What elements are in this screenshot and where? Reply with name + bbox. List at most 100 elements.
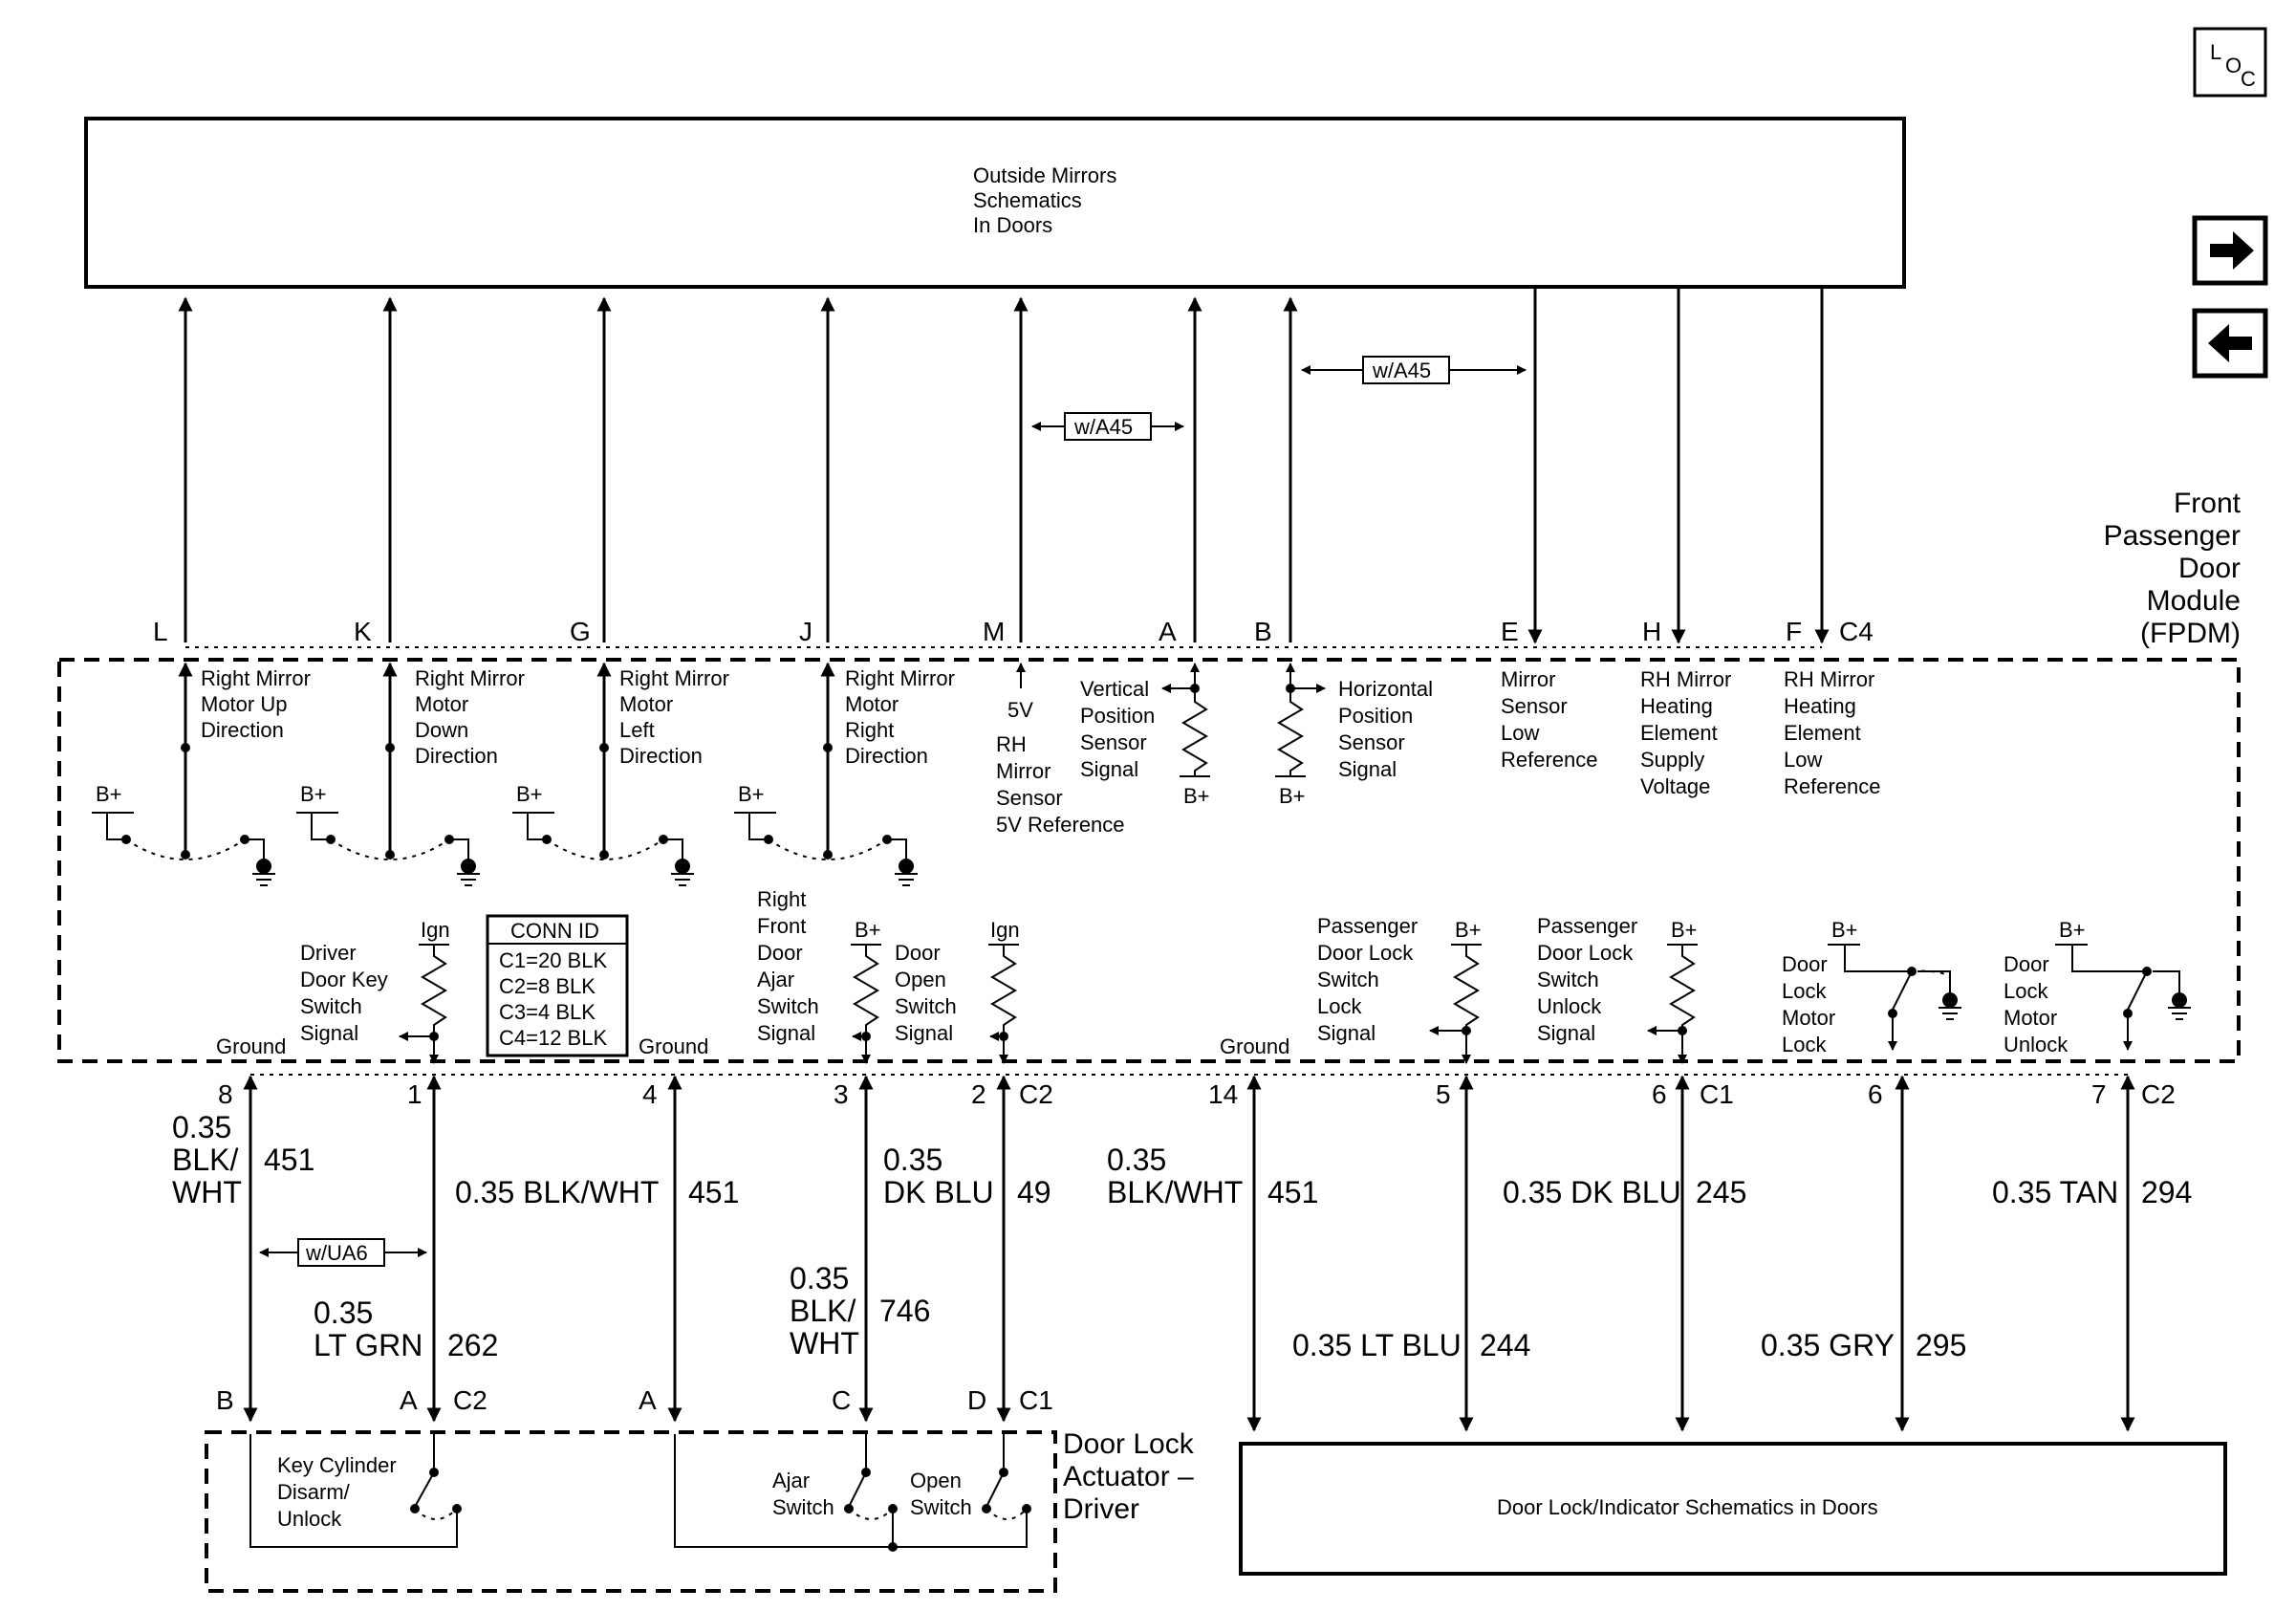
motor-unlock-4: Unlock (2004, 1033, 2069, 1056)
driver-key-2: Door Key (300, 968, 388, 991)
label-H-2: Heating (1640, 694, 1713, 718)
label-K-1: Right Mirror (415, 666, 525, 690)
location-icon[interactable]: L O C (2193, 27, 2267, 98)
wire-7-l1: 0.35 TAN (1992, 1175, 2118, 1209)
top-pin-labels: L K G J M A B E H F C4 (153, 617, 1874, 646)
module-name-3: Door (2178, 553, 2241, 584)
connector-c2-left: C2 (1019, 1079, 1053, 1109)
wire-6b-circuit: 295 (1916, 1328, 1966, 1362)
wire-3-l2: BLK/ (790, 1294, 856, 1328)
pass-lock-1: Passenger (1317, 914, 1418, 938)
label-L-2: Motor Up (201, 692, 287, 716)
label-B-4: Signal (1338, 757, 1397, 781)
bplus-mlock: B+ (1831, 918, 1858, 942)
pass-lock-3: Switch (1317, 968, 1379, 991)
conn-id-table: CONN ID C1=20 BLK C2=8 BLK C3=4 BLK C4=1… (486, 914, 629, 1057)
label-B-3: Sensor (1338, 730, 1405, 754)
wire-labels: 0.35 BLK/ WHT 451 w/UA6 0.35 LT GRN 262 … (172, 1110, 2192, 1362)
bottom-pin-labels: 8 1 4 3 2 C2 14 5 6 C1 6 7 C2 (218, 1074, 2176, 1109)
pass-lock-5: Signal (1317, 1021, 1375, 1045)
driver-key-1: Driver (300, 941, 357, 965)
pin-J: J (799, 617, 812, 646)
act-pin-a1: A (400, 1385, 418, 1415)
wire-4-l1: 0.35 BLK/WHT (455, 1175, 659, 1209)
pin-3: 3 (834, 1079, 849, 1109)
motor-lock-2: Lock (1782, 979, 1827, 1003)
motor-unlock-1: Door (2004, 952, 2049, 976)
label-K-4: Direction (415, 744, 498, 768)
pin-B: B (1254, 617, 1272, 646)
key-cyl-3: Unlock (277, 1507, 342, 1531)
pin-6-c2: 6 (1868, 1079, 1883, 1109)
label-E-2: Sensor (1501, 694, 1568, 718)
wire-2-l2: DK BLU (883, 1175, 994, 1209)
connector-c1: C1 (1700, 1079, 1734, 1109)
wire-6a-circuit: 245 (1696, 1175, 1746, 1209)
label-G-1: Right Mirror (619, 666, 729, 690)
mirror-sensor-circuits: 5V RH Mirror Sensor 5V Reference B+ Vert… (996, 663, 1881, 837)
pass-unlock-4: Unlock (1537, 994, 1602, 1018)
ground-14: Ground (1220, 1034, 1289, 1058)
conn-id-row-3: C3=4 BLK (499, 1000, 596, 1024)
pin-M: M (983, 617, 1005, 646)
actuator-pin-labels: B A C2 A C D C1 (216, 1385, 1053, 1415)
label-J-1: Right Mirror (845, 666, 955, 690)
motor-unlock-2: Lock (2004, 979, 2048, 1003)
label-G-3: Left (619, 718, 655, 742)
pin-5: 5 (1436, 1079, 1451, 1109)
loc-letter-l: L (2210, 40, 2221, 64)
tag-a45-right: w/A45 (1372, 359, 1431, 382)
label-L-1: Right Mirror (201, 666, 311, 690)
label-H-5: Voltage (1640, 774, 1710, 798)
wire-3-circuit: 746 (879, 1294, 930, 1328)
wire-8-l3: WHT (172, 1175, 242, 1209)
mirror-motor-circuits: Right Mirror Motor Up Direction B+ Right… (92, 662, 955, 886)
rf-ajar-3: Door (757, 941, 803, 965)
label-G-4: Direction (619, 744, 703, 768)
ajar-switch-2: Switch (772, 1495, 834, 1519)
label-A-4: Signal (1080, 757, 1138, 781)
label-M-4: 5V Reference (996, 813, 1125, 837)
label-H-3: Element (1640, 721, 1718, 745)
label-F-4: Low (1784, 748, 1822, 772)
label-E-4: Reference (1501, 748, 1598, 772)
ign-driver: Ign (421, 918, 450, 942)
pass-lock-2: Door Lock (1317, 941, 1414, 965)
arrow-left-icon[interactable] (2192, 308, 2268, 379)
bplus-B: B+ (1279, 784, 1306, 808)
pin-A: A (1159, 617, 1177, 646)
rf-ajar-4: Ajar (757, 968, 794, 991)
conn-id-row-2: C2=8 BLK (499, 974, 596, 998)
fpdm-module: Front Passenger Door Module (FPDM) (57, 488, 2242, 1063)
open-switch-1: Open (910, 1469, 962, 1492)
act-conn-c2: C2 (453, 1385, 487, 1415)
loc-letter-c: C (2241, 67, 2256, 91)
label-E-1: Mirror (1501, 667, 1555, 691)
label-F-1: RH Mirror (1784, 667, 1874, 691)
label-A-2: Position (1080, 704, 1155, 728)
module-name-4: Module (2147, 585, 2241, 617)
wire-3-l1: 0.35 (790, 1261, 849, 1295)
bottom-wires (243, 1075, 2135, 1432)
door-open-2: Open (895, 968, 946, 991)
label-F-5: Reference (1784, 774, 1881, 798)
label-L-3: Direction (201, 718, 284, 742)
label-J-4: Direction (845, 744, 928, 768)
outside-mirrors-box: Outside Mirrors Schematics In Doors (84, 117, 1906, 289)
pin-L: L (153, 617, 168, 646)
rf-ajar-1: Right (757, 887, 806, 911)
module-name-2: Passenger (2104, 520, 2241, 552)
conn-id-title: CONN ID (510, 919, 599, 943)
pass-unlock-5: Signal (1537, 1021, 1595, 1045)
bplus-punlock: B+ (1671, 918, 1698, 942)
label-H-1: RH Mirror (1640, 667, 1731, 691)
label-M-2: Mirror (996, 759, 1051, 783)
pin-14: 14 (1208, 1079, 1238, 1109)
act-pin-a2: A (639, 1385, 657, 1415)
motor-lock-4: Lock (1782, 1033, 1827, 1056)
rf-ajar-5: Switch (757, 994, 819, 1018)
arrow-right-icon[interactable] (2192, 215, 2268, 286)
driver-key-3: Switch (300, 994, 362, 1018)
label-F-2: Heating (1784, 694, 1856, 718)
tag-ua6: w/UA6 (305, 1241, 368, 1265)
